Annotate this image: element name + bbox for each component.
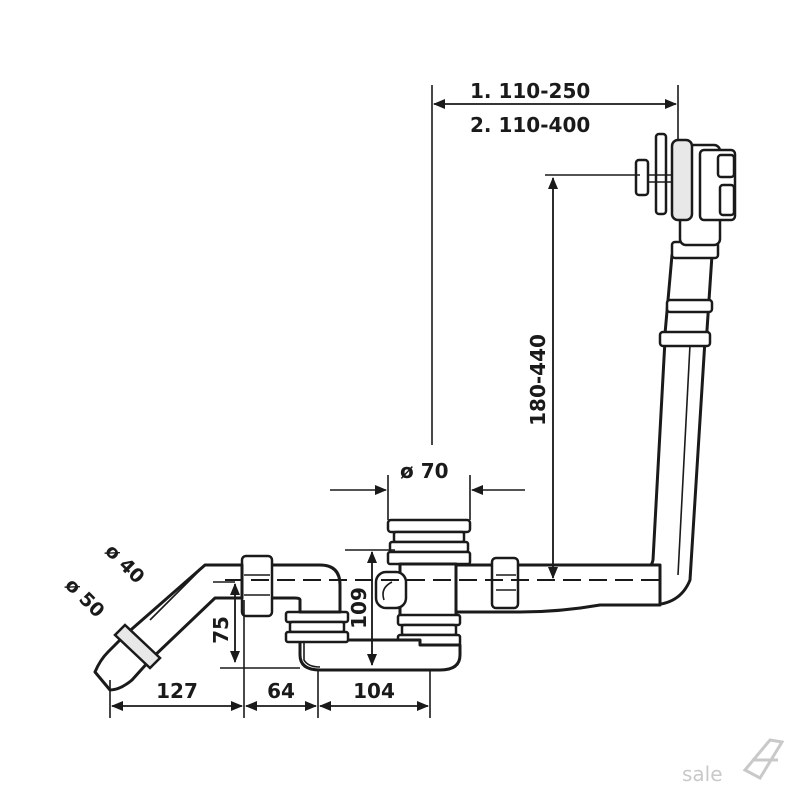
overflow-pipe (638, 240, 720, 607)
label-outlet-diameter: ø 70 (400, 459, 449, 483)
label-reach-option-2: 2. 110-400 (470, 113, 590, 137)
dimension-lines (109, 85, 679, 718)
watermark-text: sale (682, 762, 723, 786)
watermark-logo-icon (742, 738, 785, 780)
label-pipe-diameter-50: ø 50 (60, 574, 108, 622)
label-trap-height-109: 109 (347, 587, 371, 629)
label-reach-option-1: 1. 110-250 (470, 79, 590, 103)
connecting-pipe (448, 556, 662, 614)
waste-body (374, 518, 472, 647)
label-pipe-diameter-40: ø 40 (100, 540, 148, 588)
label-trap-height-75: 75 (209, 616, 233, 644)
overflow-head (634, 132, 737, 247)
outlet-pipe (93, 563, 244, 692)
label-horizontal-104: 104 (353, 679, 395, 703)
pipe-assembly (93, 132, 737, 692)
label-height-range: 180-440 (526, 334, 550, 426)
trap-bend (284, 610, 462, 672)
top-elbow (238, 554, 342, 618)
label-horizontal-127: 127 (156, 679, 198, 703)
watermark: sale (682, 738, 785, 786)
label-horizontal-64: 64 (267, 679, 295, 703)
